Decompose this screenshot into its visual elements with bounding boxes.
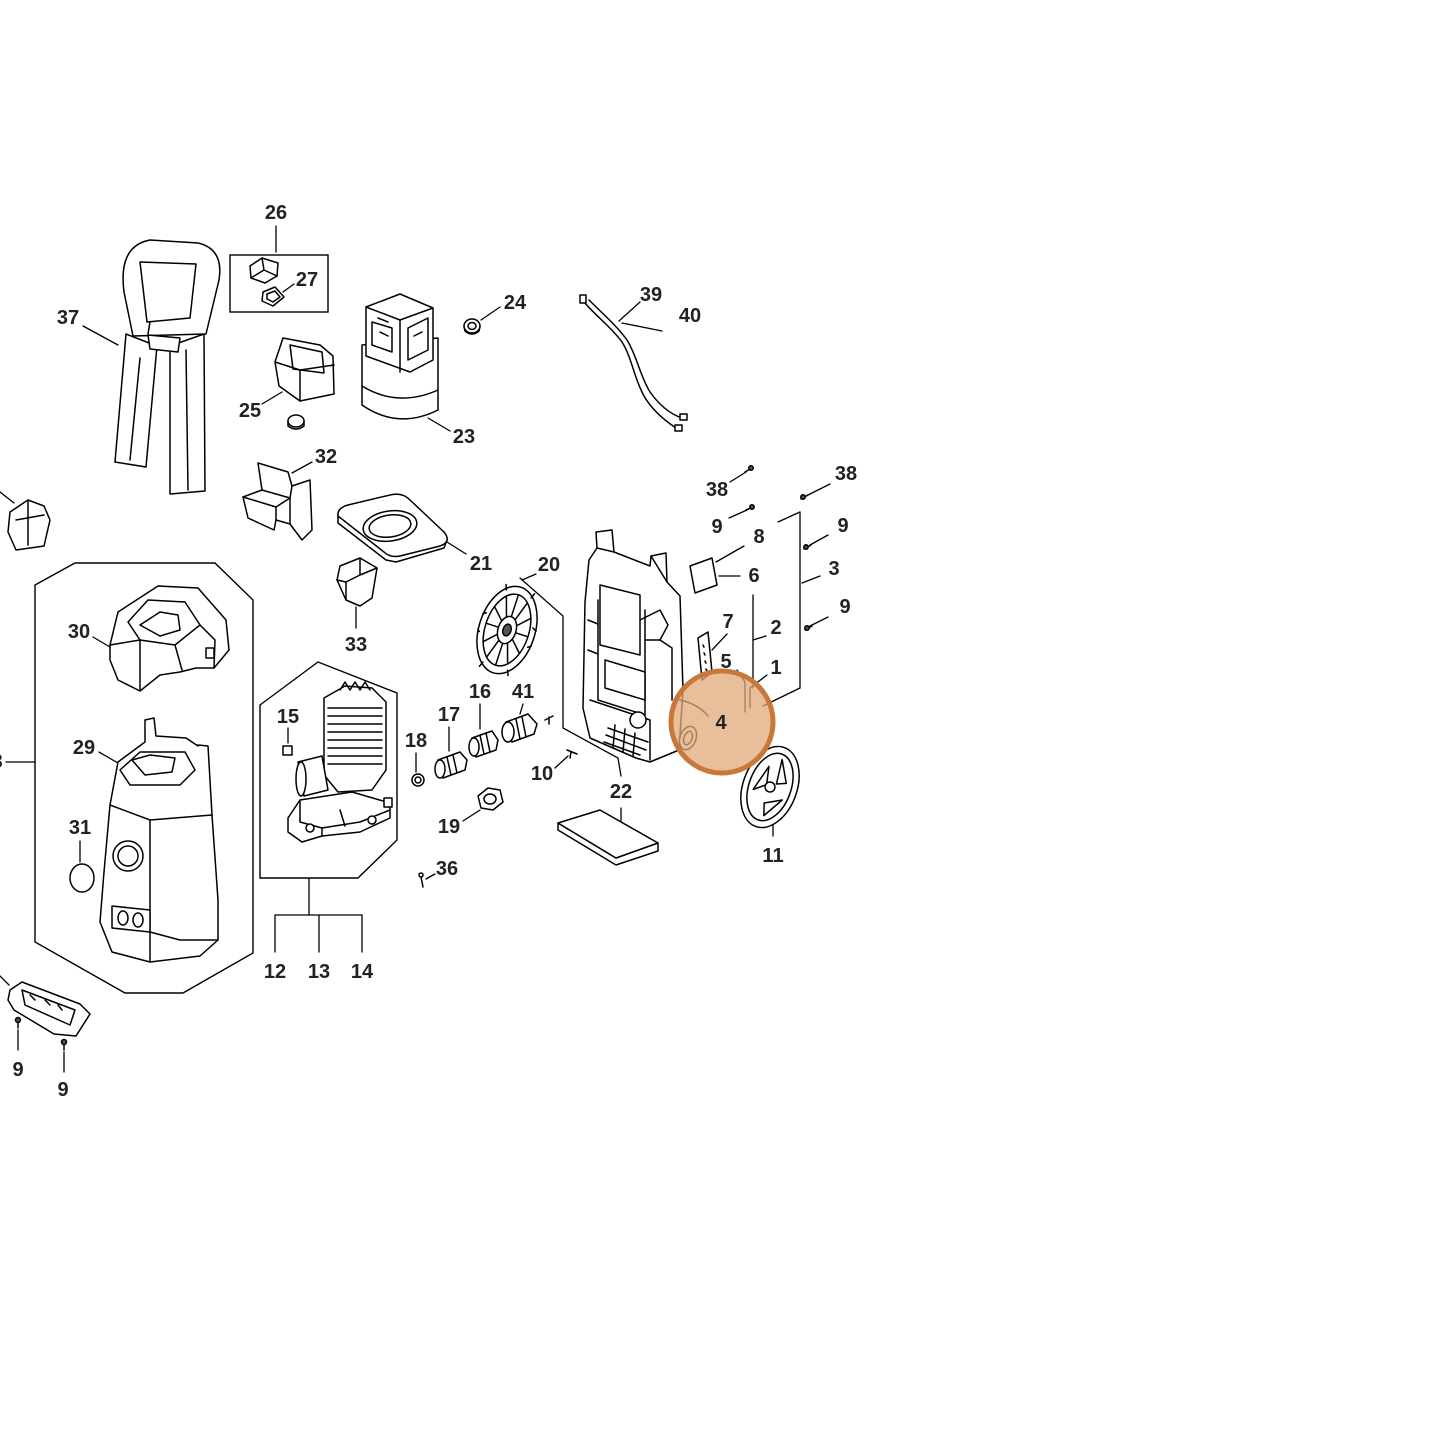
callout-16: 16 <box>469 681 491 703</box>
callout-9-bottom-left: 9 <box>12 1059 23 1081</box>
callout-33: 33 <box>345 634 367 656</box>
pin-36 <box>418 872 424 888</box>
callout-left-edge-partial: 8 <box>0 751 3 773</box>
callout-23: 23 <box>453 426 475 448</box>
callout-40: 40 <box>679 305 701 327</box>
callout-9-right-top: 9 <box>837 515 848 537</box>
nut-19 <box>477 787 504 811</box>
screw-9-bottom-left <box>14 1016 22 1029</box>
callout-30: 30 <box>68 621 90 643</box>
callout-12: 12 <box>264 961 286 983</box>
filter-plate-22 <box>557 809 659 866</box>
callout-4-highlighted: 4 <box>715 712 727 734</box>
pump-kit-frame <box>259 661 398 879</box>
bracket-left-edge <box>7 499 51 551</box>
callout-15: 15 <box>277 706 299 728</box>
plate-21 <box>337 493 448 563</box>
callout-38-left: 38 <box>706 479 728 501</box>
callout-29: 29 <box>73 737 95 759</box>
callout-5: 5 <box>720 651 731 673</box>
wheel-20 <box>476 583 538 677</box>
callout-19: 19 <box>438 816 460 838</box>
screw-9-right-top <box>803 544 812 550</box>
callout-labels: 26 27 37 24 39 40 25 23 32 38 38 9 8 9 2… <box>0 202 857 1101</box>
callout-10: 10 <box>531 763 553 785</box>
leader-lines <box>0 225 831 1073</box>
callout-18: 18 <box>405 730 427 752</box>
callout-13: 13 <box>308 961 330 983</box>
callout-8: 8 <box>753 526 764 548</box>
callout-39: 39 <box>640 284 662 306</box>
coupling-41 <box>501 713 538 743</box>
top-cover-30 <box>109 585 230 692</box>
housing-kit-frame <box>34 562 254 994</box>
seal-27 <box>261 286 285 307</box>
bracket-32 <box>242 462 313 541</box>
highlight-circle <box>668 668 776 776</box>
base-housing-20 <box>582 529 684 763</box>
screw-38-left <box>744 465 754 473</box>
screw-9-right-bottom <box>804 625 813 631</box>
kit-box-26 <box>229 254 329 313</box>
screw-small <box>544 715 554 725</box>
nut-24 <box>463 318 481 335</box>
callout-14: 14 <box>351 961 374 983</box>
cube-15 <box>282 745 293 756</box>
cable-harness-39-40 <box>579 294 688 432</box>
callout-27: 27 <box>296 269 318 291</box>
callout-24: 24 <box>504 292 527 314</box>
callout-41: 41 <box>512 681 534 703</box>
callout-31: 31 <box>69 817 91 839</box>
connector-17 <box>434 751 468 779</box>
motor-cover-23 <box>361 293 439 420</box>
callout-25: 25 <box>239 400 261 422</box>
callout-21: 21 <box>470 553 492 575</box>
handle-frame <box>114 239 221 495</box>
screw-9-bottom-right <box>60 1038 68 1051</box>
callout-17: 17 <box>438 704 460 726</box>
pump-motor-assembly <box>287 681 393 843</box>
callout-2: 2 <box>770 617 781 639</box>
callout-22: 22 <box>610 781 632 803</box>
label-plate-6 <box>689 557 718 594</box>
callout-32: 32 <box>315 446 337 468</box>
callout-6: 6 <box>748 565 759 587</box>
knob-31 <box>69 863 95 893</box>
callout-38-right: 38 <box>835 463 857 485</box>
connector-16 <box>468 730 499 758</box>
callout-37: 37 <box>57 307 79 329</box>
callout-9-right-bottom: 9 <box>839 596 850 618</box>
callout-11: 11 <box>762 845 783 867</box>
lid-25 <box>274 337 335 430</box>
callout-7: 7 <box>722 611 733 633</box>
wheel-11 <box>740 745 800 829</box>
nut-18 <box>411 773 425 787</box>
screw-9-left <box>745 504 755 511</box>
callout-9-bottom-right: 9 <box>57 1079 68 1101</box>
callout-9-left: 9 <box>711 516 722 538</box>
switch-26 <box>249 257 279 284</box>
callout-26: 26 <box>265 202 287 224</box>
bracket-33 <box>336 557 378 607</box>
screw-10 <box>566 749 578 759</box>
screw-38-right <box>800 494 809 500</box>
callout-36: 36 <box>436 858 458 880</box>
callout-20: 20 <box>538 554 560 576</box>
callout-3: 3 <box>828 558 839 580</box>
bottom-rail <box>7 981 91 1037</box>
main-body-29 <box>99 717 219 963</box>
callout-1: 1 <box>770 657 781 679</box>
